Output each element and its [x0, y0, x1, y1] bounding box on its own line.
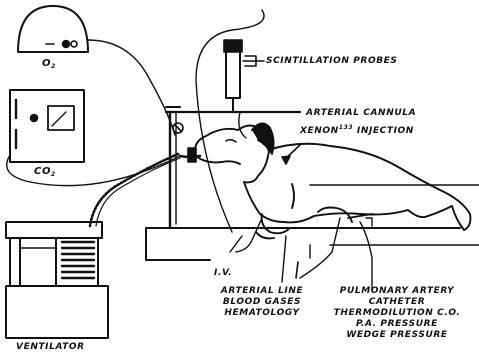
co2-label: CO2	[34, 166, 56, 180]
pa-pressure-text: P.A. PRESSURE	[318, 319, 476, 330]
hematology-text: HEMATOLOGY	[198, 308, 326, 319]
oxygen-label: O2	[42, 58, 56, 72]
arterial-cannula-label: ARTERIAL CANNULA	[306, 108, 416, 119]
iv-label: I.V.	[214, 268, 232, 279]
blood-gases-text: BLOOD GASES	[198, 297, 326, 308]
catheter-text: CATHETER	[318, 297, 476, 308]
endotracheal-tube	[180, 148, 200, 162]
pulmonary-artery-text: PULMONARY ARTERY	[318, 286, 476, 297]
xenon-injection-label: XENON133 INJECTION	[300, 122, 414, 137]
head-frame	[166, 107, 300, 228]
scintillation-probes-label: SCINTILLATION PROBES	[266, 56, 398, 67]
label-leaders	[252, 61, 300, 278]
breathing-tube	[90, 154, 180, 226]
arterial-line-text: ARTERIAL LINE	[198, 286, 326, 297]
ventilator	[6, 222, 108, 338]
wedge-pressure-text: WEDGE PRESSURE	[318, 330, 476, 341]
surgical-table	[146, 185, 479, 260]
thermodilution-text: THERMODILUTION C.O.	[318, 308, 476, 319]
dog	[195, 123, 470, 238]
scintillation-probe-column	[224, 40, 256, 112]
arterial-line-label: ARTERIAL LINE BLOOD GASES HEMATOLOGY	[198, 286, 326, 319]
pulmonary-artery-label: PULMONARY ARTERY CATHETER THERMODILUTION…	[318, 286, 476, 341]
ventilator-bellows	[62, 242, 94, 278]
ventilator-label: VENTILATOR	[16, 342, 85, 353]
co2-analyzer	[7, 90, 180, 186]
